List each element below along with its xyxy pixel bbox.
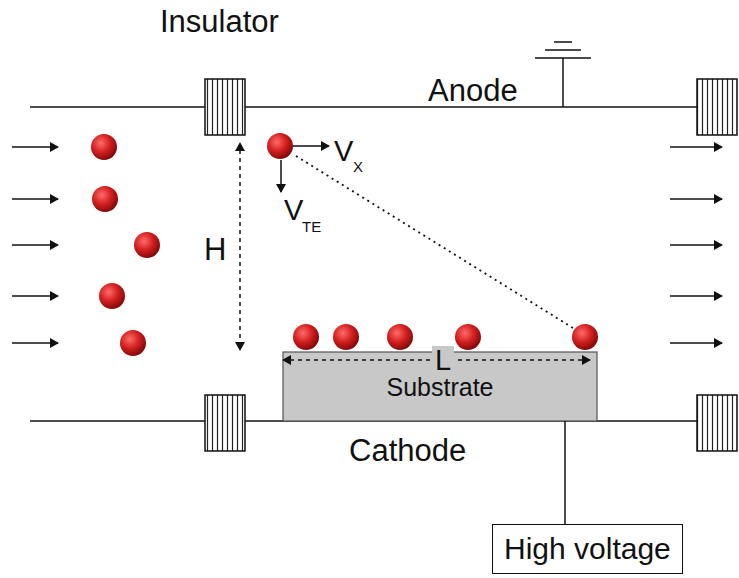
- dimension-label: H: [204, 234, 226, 265]
- node-text: High voltage: [504, 534, 671, 564]
- wire: [564, 421, 566, 524]
- electrode-lines: [30, 107, 697, 421]
- dimension-label: L: [432, 346, 454, 375]
- flow-arrows: [12, 147, 722, 343]
- high-voltage-box: High voltage: [492, 524, 683, 574]
- node-text: Substrate: [386, 375, 493, 400]
- ground-symbol: [535, 42, 591, 107]
- particles: [91, 133, 598, 356]
- electrode-label: Anode: [428, 75, 518, 106]
- velocity-symbol: V: [334, 137, 353, 166]
- substrate-label-box: Substrate: [283, 370, 597, 404]
- velocity-x-arrow: [293, 145, 329, 147]
- electrode-label: Cathode: [349, 435, 466, 466]
- height-arrow: [239, 150, 241, 350]
- velocity-subscript: X: [353, 159, 363, 174]
- velocity-te-arrow: [280, 160, 282, 192]
- insulator-blocks: [205, 79, 737, 451]
- part-label: Insulator: [160, 6, 279, 37]
- trajectory-line: [296, 156, 573, 328]
- velocity-subscript: TE: [302, 219, 321, 234]
- velocity-symbol: V: [284, 196, 303, 225]
